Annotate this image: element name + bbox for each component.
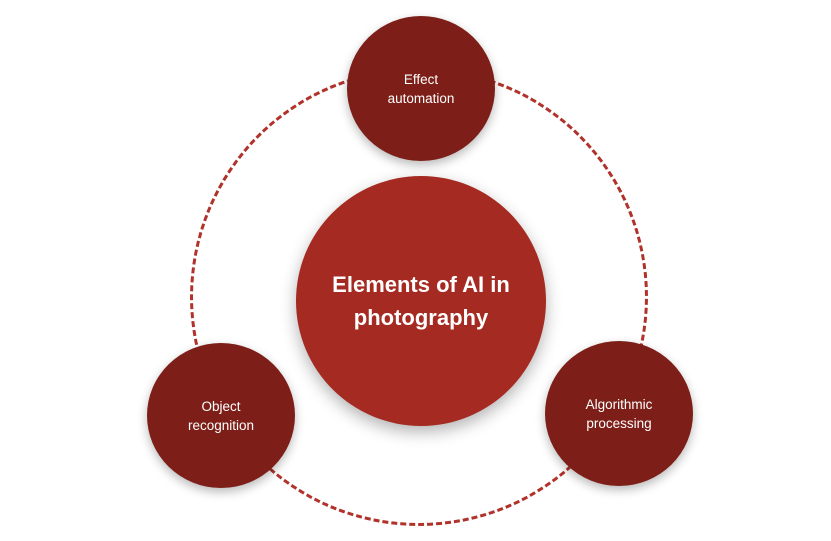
node-label-algorithmic-processing: Algorithmic processing [585, 396, 653, 431]
center-title: Elements of AI in photography [332, 272, 510, 330]
node-effect-automation: Effect automation [347, 16, 495, 161]
center-circle: Elements of AI in photography [296, 176, 546, 426]
node-label-object-recognition: Object recognition [187, 398, 255, 433]
node-label-effect-automation: Effect automation [387, 71, 455, 106]
node-algorithmic-processing: Algorithmic processing [545, 341, 693, 486]
node-object-recognition: Object recognition [147, 343, 295, 488]
